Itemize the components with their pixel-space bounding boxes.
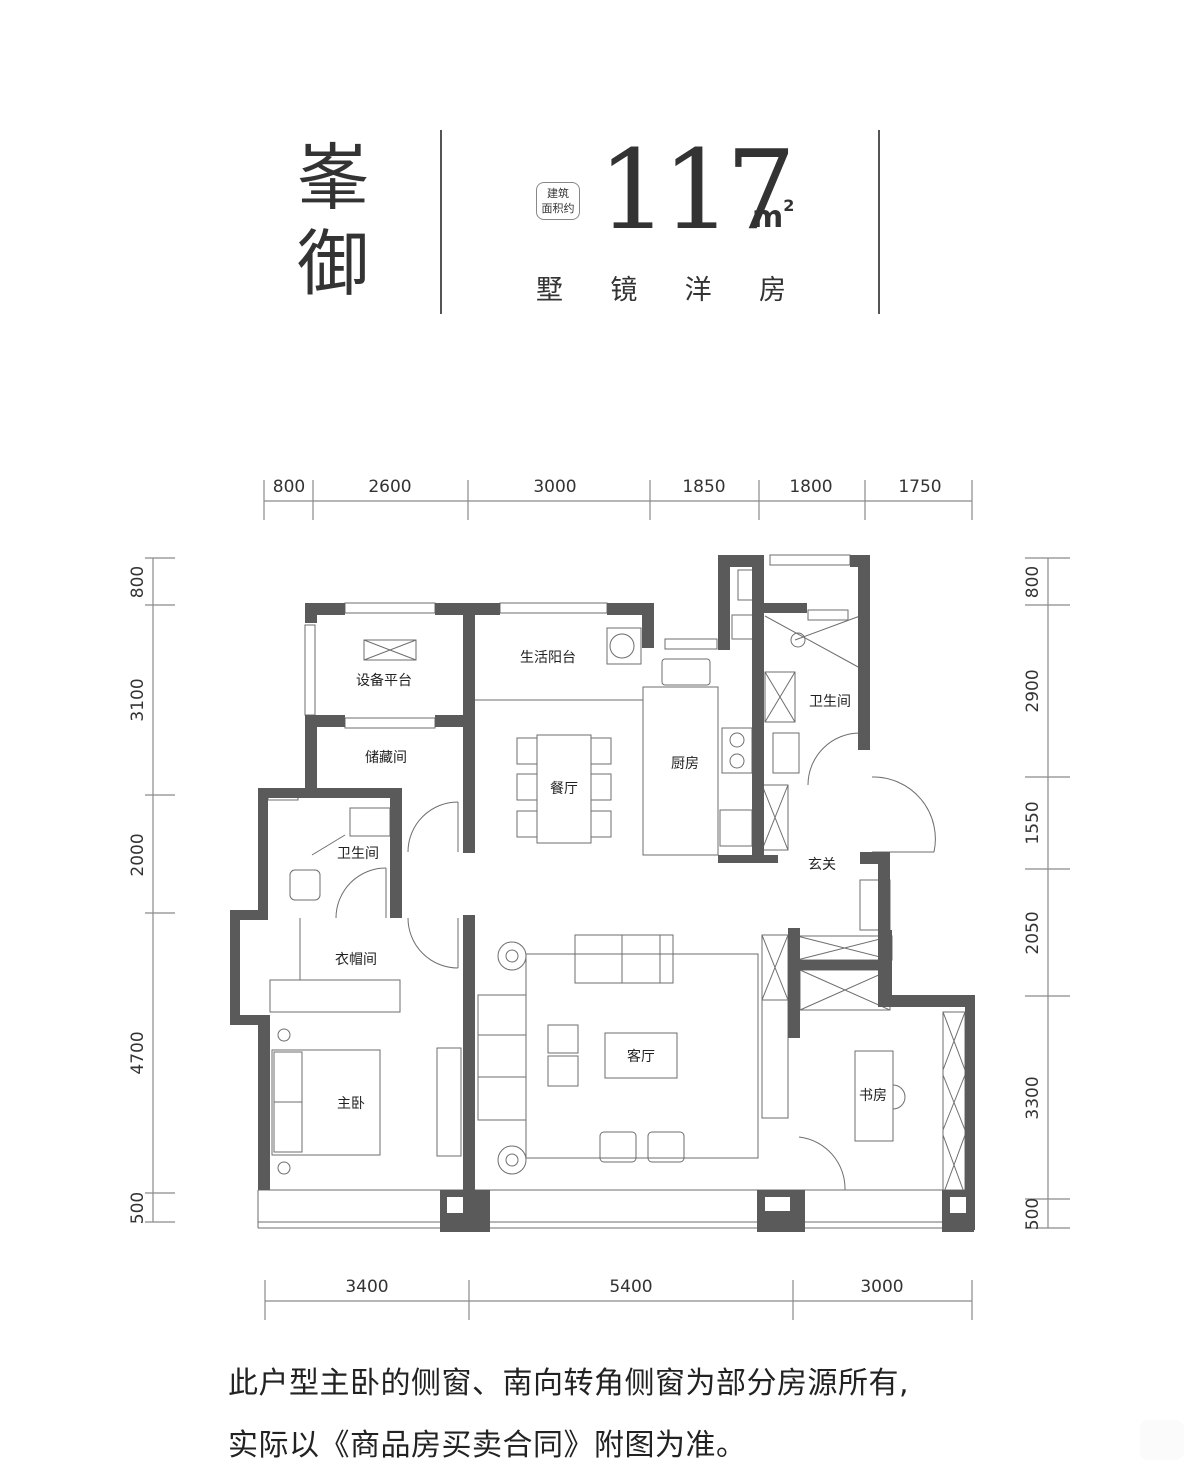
dimension-labels: 800 2600 3000 1850 1800 1750 800 3100 20… — [128, 477, 1043, 1297]
room-walk-in-closet: 衣帽间 — [335, 952, 377, 968]
project-name-char-2: 御 — [296, 222, 369, 306]
project-name-char-1: 峯 — [296, 136, 369, 220]
room-master-bedroom: 主卧 — [337, 1096, 365, 1112]
dim-top-6: 1750 — [898, 477, 941, 497]
room-living: 客厅 — [627, 1048, 655, 1065]
room-utility-balcony: 生活阳台 — [520, 650, 576, 666]
room-equipment-platform: 设备平台 — [356, 672, 412, 689]
area-unit-text: m — [752, 200, 784, 235]
dim-left-1: 800 — [128, 566, 148, 598]
area-value: 117 — [598, 126, 796, 254]
dim-left-3: 2000 — [128, 833, 148, 876]
dim-top-3: 3000 — [533, 477, 576, 497]
dim-top-2: 2600 — [368, 477, 411, 497]
room-kitchen: 厨房 — [671, 756, 699, 772]
dim-bottom-2: 5400 — [609, 1277, 652, 1297]
header-divider-left — [440, 130, 442, 314]
dim-left-5: 500 — [128, 1192, 148, 1224]
note-line-2: 实际以《商品房买卖合同》附图为准。 — [228, 1428, 747, 1463]
dim-right-1: 800 — [1023, 566, 1043, 598]
subtitle-char: 墅 — [536, 275, 563, 306]
fixtures — [257, 554, 972, 1229]
room-foyer: 玄关 — [808, 856, 836, 873]
dim-top-4: 1850 — [682, 477, 725, 497]
dim-right-2: 2900 — [1023, 669, 1043, 712]
dim-right-6: 500 — [1023, 1198, 1043, 1230]
subtitle: 墅 镜 洋 房 — [536, 268, 786, 307]
dim-top-5: 1800 — [789, 477, 832, 497]
dim-right-5: 3300 — [1023, 1076, 1043, 1119]
header-divider-right — [878, 130, 880, 314]
room-labels: 设备平台 生活阳台 储藏间 餐厅 厨房 卫生间 卫生间 玄关 衣帽间 客厅 主卧… — [335, 650, 887, 1112]
room-storage: 储藏间 — [365, 750, 407, 766]
project-name: 峯 御 — [288, 135, 378, 307]
dim-right-3: 1550 — [1023, 801, 1043, 844]
dim-right-4: 2050 — [1023, 911, 1043, 954]
note-line-1: 此户型主卧的侧窗、南向转角侧窗为部分房源所有, — [228, 1366, 910, 1401]
room-dining: 餐厅 — [550, 781, 578, 797]
room-study: 书房 — [859, 1088, 887, 1104]
dim-top-1: 800 — [273, 477, 305, 497]
area-unit: m2 — [752, 196, 794, 235]
dim-left-4: 4700 — [128, 1031, 148, 1074]
subtitle-char: 房 — [758, 275, 786, 306]
area-badge: 建筑 面积约 — [536, 182, 580, 220]
subtitle-char: 镜 — [610, 275, 638, 306]
subtitle-char: 洋 — [684, 275, 712, 306]
dim-bottom-1: 3400 — [345, 1277, 388, 1297]
room-bathroom-west: 卫生间 — [337, 846, 379, 862]
column-holes — [447, 1197, 966, 1213]
area-unit-sup: 2 — [783, 196, 795, 215]
dim-bottom-3: 3000 — [860, 1277, 903, 1297]
area-badge-line-2: 面积约 — [541, 202, 575, 215]
watermark-logo — [1140, 1420, 1184, 1460]
dim-left-2: 3100 — [128, 678, 148, 721]
area-badge-line-1: 建筑 — [547, 187, 569, 200]
dimension-lines — [145, 480, 1070, 1320]
room-bathroom-east: 卫生间 — [809, 694, 851, 710]
